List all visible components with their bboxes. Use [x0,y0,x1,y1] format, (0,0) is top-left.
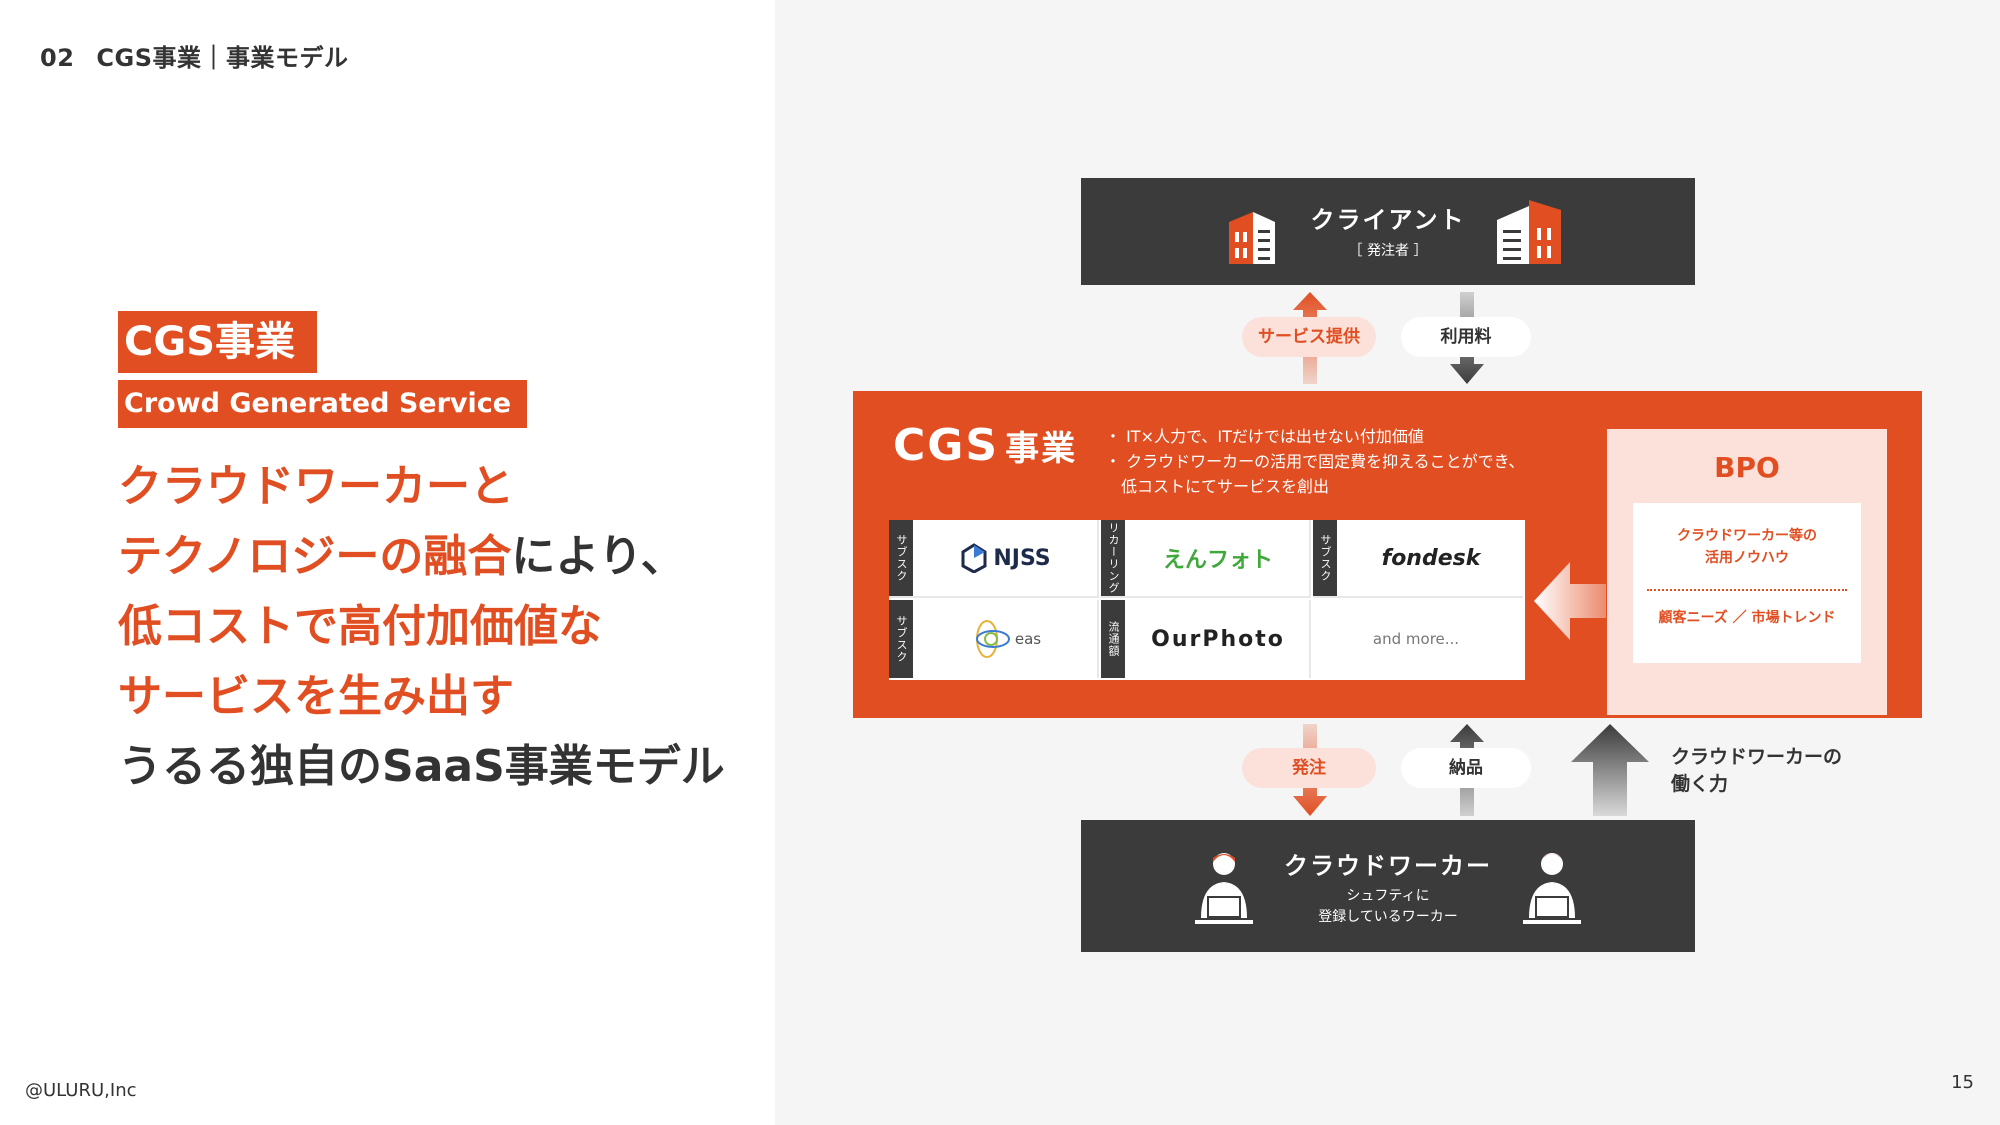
cgs-bullet: 低コストにてサービスを創出 [1105,477,1330,496]
headline-line-2-rest: により、 [511,531,685,582]
service-logo: and more... [1372,630,1460,648]
service-enphoto: リカーリング えんフォト [1101,520,1311,598]
usage-fee-pill: 利用料 [1401,317,1531,357]
headline-line-5: うるる独自のSaaS事業モデル [118,741,725,792]
service-tab: リカーリング [1101,520,1125,596]
service-logo: fondesk [1381,545,1481,571]
eas-logo-icon [975,620,1010,658]
services-grid: サブスク NJSS リカーリング えんフォト サブスク fondesk サブスク… [889,520,1525,680]
page-number: 15 [1951,1072,1974,1093]
headline: クラウドワーカーと テクノロジーの融合により、 低コストで高付加価値な サービス… [118,452,725,802]
cgs-subtitle: Crowd Generated Service [118,380,528,428]
arrow-up-large-icon [1571,724,1649,816]
section-title: 02 CGS事業｜事業モデル [40,38,349,73]
bpo-divider [1647,589,1847,591]
worker-power-label: クラウドワーカーの 働く力 [1671,746,1843,795]
bpo-box: BPO クラウドワーカー等の 活用ノウハウ 顧客ニーズ ／ 市場トレンド [1607,429,1887,715]
cgs-bullet: ・ クラウドワーカーの活用で固定費を抑えることができ、 [1105,452,1525,471]
section-number: 02 [40,44,75,72]
worker-left-icon [1195,853,1253,924]
service-logo: NJSS [919,520,1093,596]
service-tab: サブスク [889,600,913,678]
service-ourphoto: 流通額 OurPhoto [1101,600,1311,678]
crowd-worker-subtitle: シュフティに 登録しているワーカー [1318,888,1458,925]
service-tab: サブスク [889,520,913,596]
service-logo: OurPhoto [1151,626,1285,652]
bpo-inner: クラウドワーカー等の 活用ノウハウ 顧客ニーズ ／ 市場トレンド [1633,503,1861,663]
service-provision-pill: サービス提供 [1242,317,1376,357]
copyright: @ULURU,Inc [25,1080,137,1101]
cgs-bullets: ・ IT×人力で、ITだけでは出せない付加価値 ・ クラウドワーカーの活用で固定… [1105,424,1525,499]
client-subtitle: ［ 発注者 ］ [1348,243,1428,259]
arrow-left-icon [1534,562,1606,640]
bpo-knowhow: クラウドワーカー等の 活用ノウハウ [1677,528,1817,566]
service-eas: サブスク eas [889,600,1099,678]
section-heading: CGS事業｜事業モデル [96,44,349,72]
headline-line-1: クラウドワーカーと [118,461,514,512]
building-left-icon [1229,212,1275,264]
crowd-worker-box: クラウドワーカー シュフティに 登録しているワーカー [1081,820,1695,952]
cgs-logo-text: CGS [893,420,1000,471]
service-logo: えんフォト [1162,548,1273,573]
bpo-needs: 顧客ニーズ ／ 市場トレンド [1658,610,1836,626]
building-right-icon [1497,200,1561,264]
service-tab: 流通額 [1101,600,1125,678]
cgs-logo-jp: 事業 [1005,429,1078,469]
headline-line-3: 低コストで高付加価値な [118,601,602,652]
client-box: クライアント ［ 発注者 ］ [1081,178,1695,285]
service-fondesk: サブスク fondesk [1313,520,1523,598]
service-logo: eas [919,600,1093,678]
njss-logo-icon [961,543,987,573]
service-more: and more... [1313,600,1523,678]
cgs-bullet: ・ IT×人力で、ITだけでは出せない付加価値 [1105,427,1424,446]
headline-line-2: テクノロジーの融合により、 [118,522,725,592]
headline-line-2-accent: テクノロジーの融合 [118,531,512,582]
headline-line-4: サービスを生み出す [118,671,514,722]
order-pill: 発注 [1242,748,1376,788]
bpo-title: BPO [1714,451,1780,484]
client-title: クライアント [1310,206,1466,234]
delivery-pill: 納品 [1401,748,1531,788]
crowd-worker-title: クラウドワーカー [1284,852,1492,880]
cgs-tag: CGS事業 [118,311,317,373]
service-tab: サブスク [1313,520,1337,596]
service-njss: サブスク NJSS [889,520,1099,598]
worker-right-icon [1523,853,1581,924]
